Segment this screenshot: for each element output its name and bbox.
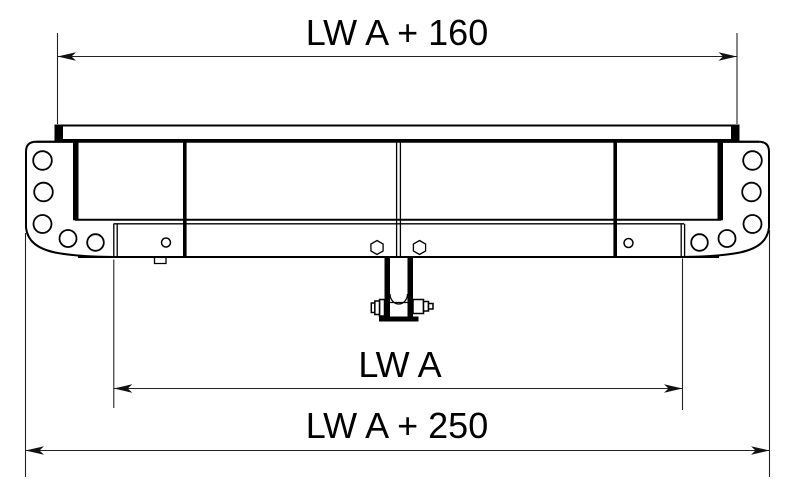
bracket-bar-left — [384, 257, 390, 321]
bolt-hole — [741, 181, 762, 203]
bolt-hole — [742, 150, 763, 171]
right-end-plate-outline — [680, 140, 770, 258]
stiffener-left — [183, 141, 187, 257]
web-bar-left — [73, 141, 79, 221]
arrowhead-right — [664, 384, 683, 393]
overall-dimension-label: LW A + 250 — [306, 405, 488, 446]
plate-end-cap-left — [55, 124, 63, 141]
bolt-hole — [32, 214, 53, 234]
arrowhead-right — [718, 52, 737, 61]
flange-hole-right — [623, 237, 634, 249]
bolt-hole — [58, 229, 78, 248]
bottom-tab — [153, 257, 167, 265]
bolt-hole — [690, 233, 709, 252]
bracket-slot-arc — [389, 293, 409, 305]
arrowhead-right — [751, 446, 770, 455]
clamp-washer — [370, 302, 376, 314]
left-end-plate — [25, 140, 115, 258]
hex-bolt-right — [412, 239, 427, 256]
inner-dimension: LW A — [113, 258, 684, 410]
bolt-hole — [717, 229, 737, 248]
web-bar-right — [717, 141, 723, 221]
left-end-plate-outline — [25, 140, 115, 258]
clamp-washer — [378, 298, 386, 317]
inner-dimension-label: LW A — [358, 344, 441, 385]
right-end-plate — [680, 140, 770, 258]
top-dimension: LW A + 160 — [56, 12, 738, 124]
arrowhead-left — [57, 52, 76, 61]
crossmember-body — [36, 124, 759, 265]
stiffener-right — [613, 141, 617, 257]
bolt-hole — [742, 214, 763, 234]
clamp-bolt-head — [412, 298, 425, 315]
clamp-bolt-thread — [427, 302, 434, 310]
hex-bolt-left — [370, 239, 384, 256]
clamp-bottom-bar — [379, 316, 419, 322]
flange-hole-left — [160, 237, 172, 248]
plate-end-cap-right — [731, 124, 739, 141]
top-mounting-plate — [54, 124, 740, 141]
top-dimension-label: LW A + 160 — [306, 12, 488, 53]
center-bracket — [370, 257, 434, 322]
bolt-hole — [33, 181, 54, 203]
bolt-hole — [86, 233, 105, 252]
arrowhead-left — [113, 384, 133, 393]
bolt-hole — [32, 150, 53, 171]
overall-dimension: LW A + 250 — [24, 230, 771, 477]
bracket-bar-right — [407, 257, 413, 321]
arrowhead-left — [25, 446, 44, 455]
